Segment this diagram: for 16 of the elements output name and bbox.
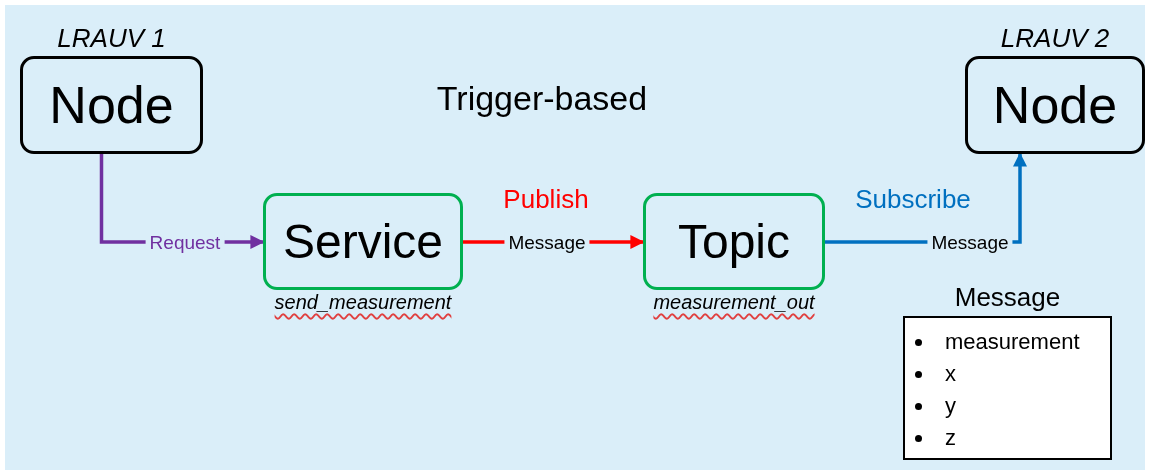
title-text: Trigger-based	[436, 78, 648, 118]
list-item: measurement	[945, 326, 1080, 358]
node-title: Topic	[677, 217, 791, 266]
node-title: Node	[992, 79, 1118, 131]
topic-name: send_measurement	[274, 291, 452, 314]
list-heading: Message	[954, 282, 1061, 313]
topic-name: measurement_out	[653, 291, 815, 314]
node-title: Service	[282, 217, 444, 266]
list-item: x	[945, 358, 956, 390]
publish-label: Publish	[503, 183, 589, 215]
node-heading: LRAUV 1	[57, 23, 166, 54]
node-title: Node	[49, 79, 174, 131]
list-item: z	[945, 422, 956, 454]
node-heading: LRAUV 2	[1000, 23, 1110, 54]
list-item: y	[945, 390, 956, 422]
subscribe-label: Subscribe	[855, 183, 971, 215]
